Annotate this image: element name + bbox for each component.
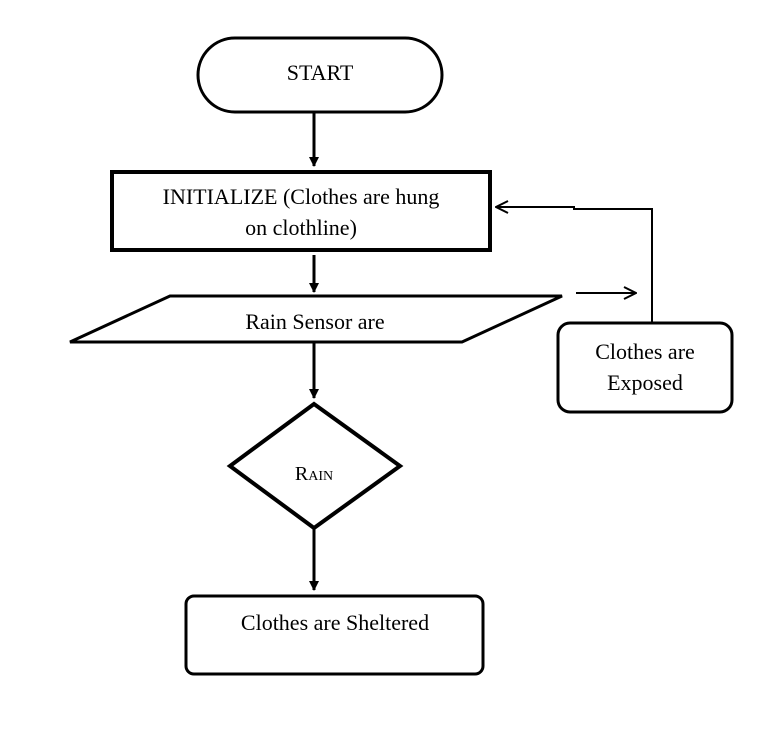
initialize-label-line2: on clothline) [245, 215, 357, 240]
initialize-process [110, 170, 492, 252]
start-terminator [196, 36, 444, 114]
initialize-label-line1: INITIALIZE (Clothes are hung [163, 184, 440, 209]
rain-decision-label: Rain [295, 463, 333, 485]
sheltered-label: Clothes are Sheltered [241, 610, 429, 635]
sheltered-process [184, 594, 485, 676]
exposed-process [556, 321, 734, 414]
start-label: START [287, 60, 354, 85]
arrow-exposed-to-initialize [496, 207, 653, 323]
exposed-label-line1: Clothes are [595, 339, 695, 364]
rain-sensor-label: Rain Sensor are [245, 309, 384, 334]
exposed-label-line2: Exposed [607, 370, 683, 395]
rain-sensor-input [69, 294, 563, 344]
